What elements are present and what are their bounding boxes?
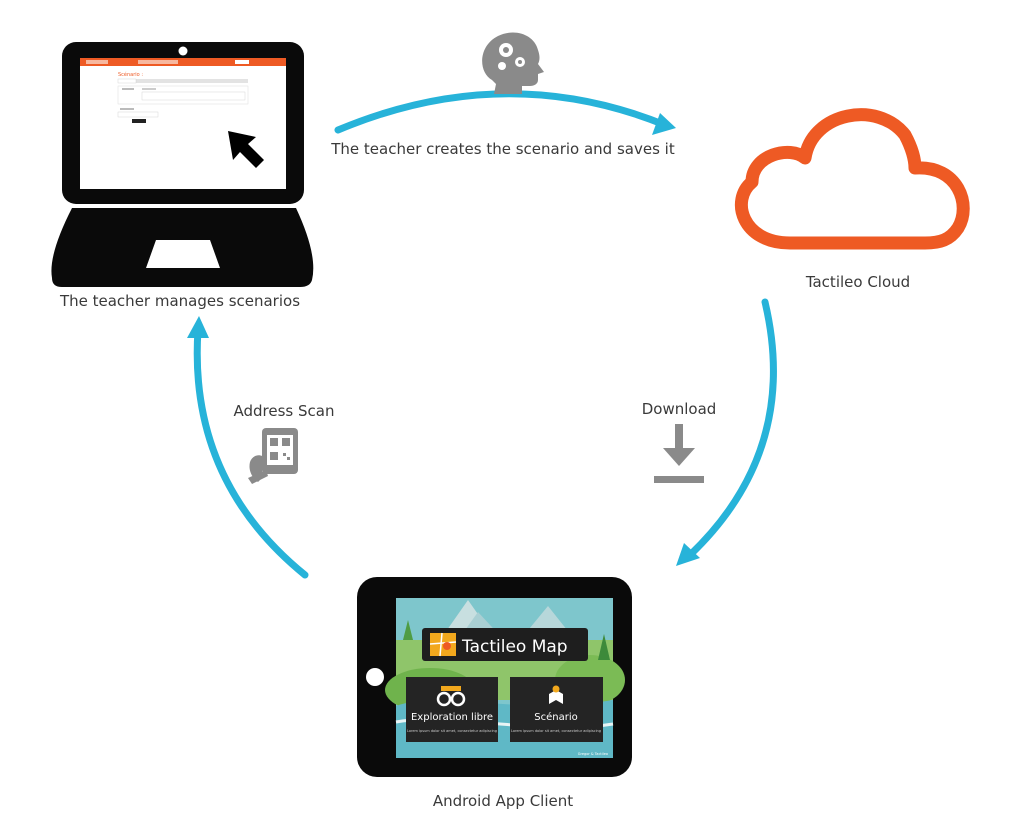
laptop-screen [80, 58, 286, 189]
arrow-download-head [676, 543, 700, 566]
tile-exploration-caption: Lorem ipsum dolor sit amet, consectetur … [407, 729, 497, 733]
map-logo-icon [429, 632, 457, 657]
laptop: Scénario : [51, 42, 314, 287]
map-pin-icon [549, 685, 563, 704]
tablet-app-title: Tactileo Map [461, 637, 568, 657]
binoculars-icon [436, 686, 466, 707]
tablet-home-button [366, 668, 384, 686]
arrow-create-head [652, 113, 676, 135]
tile-exploration-label: Exploration libre [411, 712, 493, 723]
tile-exploration[interactable]: Exploration libre Lorem ipsum dolor sit … [406, 677, 498, 742]
android-label: Android App Client [433, 792, 573, 810]
arrow-download [686, 298, 777, 559]
tablet: Tactileo Map Exploration libre Lorem ips… [357, 577, 632, 777]
cursor-icon [228, 131, 264, 168]
laptop-page-title: Scénario : [118, 71, 143, 78]
arrow-scan [193, 326, 309, 579]
download-edge-label: Download [642, 400, 717, 418]
tile-scenario-label: Scénario [534, 711, 577, 723]
scan-edge-label: Address Scan [234, 402, 335, 420]
cloud-label: Tactileo Cloud [805, 273, 910, 291]
arrow-scan-head [187, 316, 209, 338]
phone-scan-icon [248, 428, 298, 484]
head-gears-icon [482, 32, 544, 94]
arrow-create [334, 90, 669, 134]
tablet-footer: Gregor & Tactileo [578, 752, 608, 756]
tile-scenario-caption: Lorem ipsum dolor sit amet, consectetur … [511, 729, 601, 733]
tablet-screen: Tactileo Map Exploration libre Lorem ips… [385, 598, 625, 758]
download-icon [654, 424, 704, 483]
laptop-trackpad [146, 240, 220, 268]
cloud-icon [734, 108, 970, 250]
teacher-label: The teacher manages scenarios [59, 292, 300, 310]
tile-scenario[interactable]: Scénario Lorem ipsum dolor sit amet, con… [510, 677, 603, 742]
create-edge-label: The teacher creates the scenario and sav… [330, 140, 675, 158]
